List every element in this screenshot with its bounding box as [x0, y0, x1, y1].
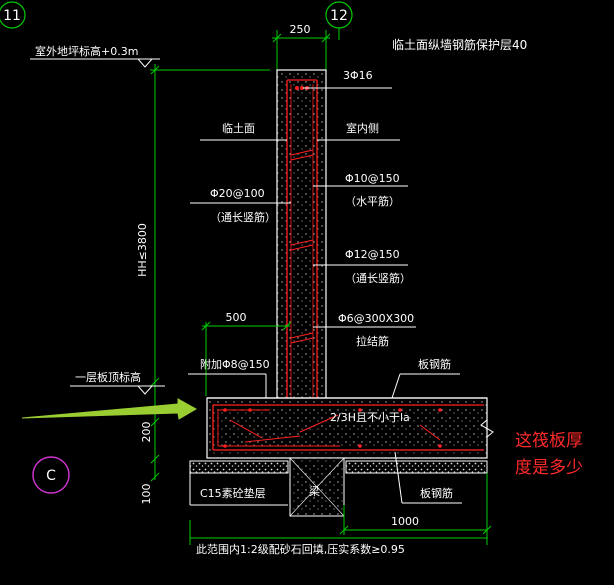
vertical-bar-right-note: （通长竖筋） — [345, 271, 411, 285]
vertical-bar-left-note: （通长竖筋） — [210, 210, 276, 224]
wall-thickness-text: 250 — [290, 23, 311, 36]
backfill-text: 此范围内1:2级配砂石回填,压实系数≥0.95 — [196, 542, 405, 556]
cushion-thickness-text: 100 — [140, 484, 153, 505]
marker-c-label: C — [46, 468, 56, 484]
anchor-length-note: 2/3H且不小于la — [330, 411, 410, 424]
indoor-side-label: 室内侧 — [346, 121, 379, 135]
wall-section[interactable] — [276, 69, 327, 420]
outdoor-level-mark: 室外地坪标高+0.3m — [30, 44, 270, 71]
beam-section: 梁 — [289, 457, 345, 517]
tie-bar-label: Φ6@300X300 — [338, 312, 414, 325]
wall-thickness-dimension: 250 — [272, 23, 331, 70]
soil-side-label: 临土面 — [222, 121, 255, 135]
beam-label: 梁 — [309, 484, 320, 498]
floor-level-mark: 一层板顶标高 — [70, 370, 165, 395]
slab-top-bar-label: 板钢筋 — [418, 357, 451, 371]
axis-bubble-12: 12 — [325, 1, 353, 40]
horizontal-bar-note: （水平筋） — [345, 194, 400, 208]
backfill-note: 此范围内1:2级配砂石回填,压实系数≥0.95 — [189, 520, 488, 556]
axis-bubble-11: 11 — [0, 1, 26, 29]
question-line-1: 这筏板厚 — [515, 431, 583, 451]
extension-text: 1000 — [391, 515, 419, 528]
axis-label-11: 11 — [3, 8, 21, 24]
axis-label-12: 12 — [330, 8, 348, 24]
vertical-bar-right-label: Φ12@150 — [345, 248, 400, 261]
cushion-label: C15素砼垫层 — [200, 486, 266, 500]
horizontal-bar-label: Φ10@150 — [345, 172, 400, 185]
protection-layer-note: 临土面纵墙钢筋保护层40 — [392, 37, 527, 52]
height-dimension: HH≤3800 200 100 — [136, 64, 160, 505]
tie-bar-note: 拉结筋 — [356, 334, 389, 348]
top-bars-label: 3Φ16 — [343, 69, 373, 82]
added-bar-label: 附加Φ8@150 — [200, 357, 270, 371]
extension-dimension: 1000 — [339, 473, 492, 535]
marker-c[interactable]: C — [32, 456, 70, 494]
vertical-bar-left-label: Φ20@100 — [210, 187, 265, 200]
slab-bottom-bar-label: 板钢筋 — [420, 486, 453, 500]
cushion-layer: C15素砼垫层 — [189, 460, 488, 506]
floor-level-text: 一层板顶标高 — [75, 370, 141, 384]
height-dimension-text: HH≤3800 — [136, 223, 149, 277]
slab-thickness-text: 200 — [140, 422, 153, 443]
question-line-2: 度是多少 — [515, 458, 583, 478]
offset-dimension: 500 — [201, 311, 292, 396]
raft-slab[interactable] — [206, 397, 494, 459]
offset-text: 500 — [226, 311, 247, 324]
outdoor-level-text: 室外地坪标高+0.3m — [35, 44, 138, 58]
pointer-arrow — [21, 398, 198, 420]
